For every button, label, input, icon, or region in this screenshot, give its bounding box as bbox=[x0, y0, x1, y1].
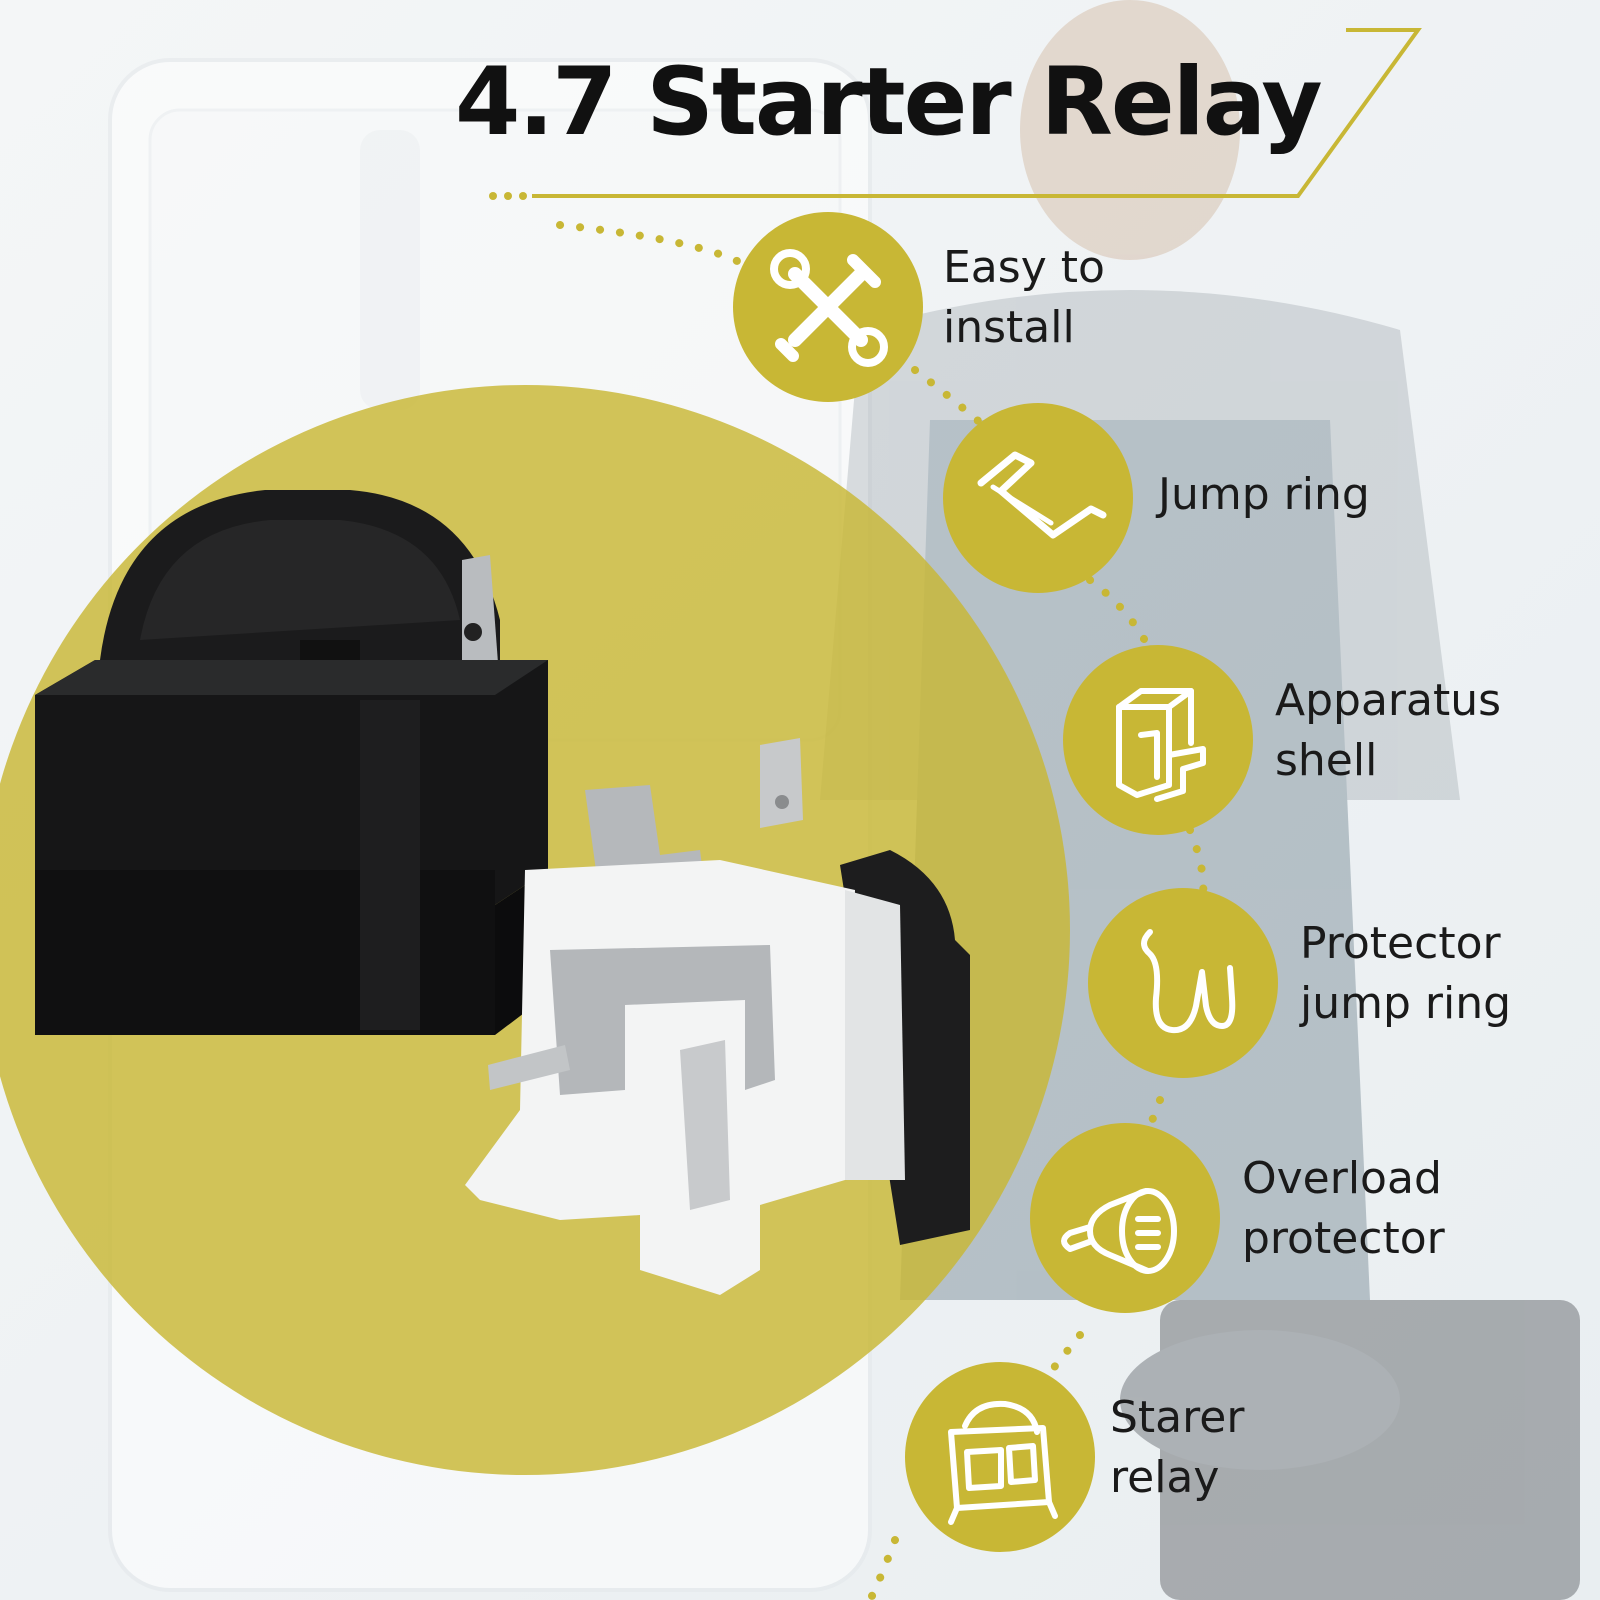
feature-label: Overload protector bbox=[1242, 1153, 1445, 1264]
title-dots bbox=[489, 192, 527, 200]
protector-jump-ring-icon bbox=[1088, 888, 1278, 1078]
feature-overload-protector: Overload protector bbox=[1030, 1123, 1590, 1323]
white-relay-part bbox=[465, 738, 970, 1295]
feature-label: Jump ring bbox=[1158, 469, 1370, 520]
feature-label: Easy to install bbox=[943, 242, 1105, 353]
feature-label: Starer relay bbox=[1110, 1392, 1245, 1503]
feature-starter-relay: Starer relay bbox=[905, 1362, 1465, 1562]
feature-apparatus-shell: Apparatus shell bbox=[1063, 645, 1600, 845]
feature-easy-to-install: Easy to install bbox=[733, 212, 1333, 412]
overload-protector-icon bbox=[1030, 1123, 1220, 1313]
jump-ring-icon bbox=[943, 403, 1133, 593]
title-frame bbox=[532, 28, 1422, 198]
connector-dots bbox=[556, 221, 1208, 1600]
apparatus-shell-icon bbox=[1063, 645, 1253, 835]
feature-label: Protector jump ring bbox=[1300, 918, 1512, 1029]
feature-jump-ring: Jump ring bbox=[943, 403, 1543, 603]
wrench-screwdriver-icon bbox=[733, 212, 923, 402]
feature-label: Apparatus shell bbox=[1275, 675, 1502, 786]
black-relay-part bbox=[35, 490, 548, 1035]
feature-protector-jump-ring: Protector jump ring bbox=[1088, 888, 1600, 1088]
page-title: 4.7 Starter Relay bbox=[455, 48, 1323, 157]
starter-relay-icon bbox=[905, 1362, 1095, 1552]
